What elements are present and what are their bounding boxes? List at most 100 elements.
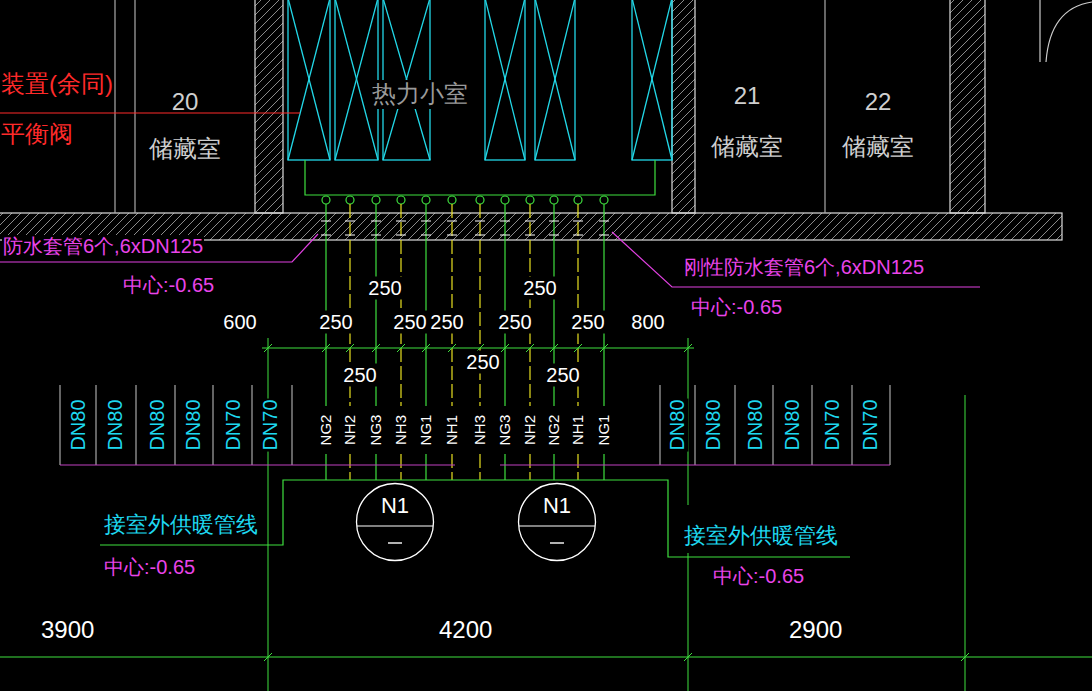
- pipe-size-text: DN80: [744, 398, 767, 451]
- return-pipe: [451, 204, 452, 406]
- pipe-header: [501, 196, 509, 204]
- annotation-text: 接室外供暖管线: [103, 512, 259, 537]
- equipment-box: [632, 0, 672, 160]
- annotation-text: 防水套管6个,6xDN125: [2, 235, 204, 258]
- pipe-header: [448, 196, 456, 204]
- circle-mark: [550, 542, 564, 543]
- pipe-header: [305, 160, 655, 204]
- room-name: 20: [172, 88, 199, 117]
- room-area: 20 储藏室: [125, 88, 245, 164]
- room-area: 21 储藏室: [697, 82, 797, 162]
- equipment-box: [288, 0, 330, 160]
- pipe-size-text: DN80: [182, 398, 205, 451]
- pipe-size-text: DN70: [259, 398, 282, 451]
- supply-pipe: [603, 454, 604, 480]
- return-pipe: [577, 454, 578, 480]
- room-name: 22: [865, 88, 892, 117]
- equipment-box: [632, 0, 672, 160]
- return-pipe: [529, 204, 530, 406]
- axis-dimension: 3900: [40, 616, 95, 644]
- dimension-line: [0, 338, 1092, 691]
- dimension-text: 800: [630, 311, 665, 334]
- annotation-text: 装置(余同): [0, 70, 114, 98]
- leader-line: [0, 112, 300, 113]
- return-pipe: [451, 454, 452, 480]
- wall: [114, 0, 115, 213]
- supply-pipe: [325, 204, 326, 406]
- room-name: 储藏室: [711, 133, 783, 162]
- pipe-size-text: DN70: [222, 398, 245, 451]
- supply-pipe: [504, 204, 505, 406]
- leader-line: [60, 464, 455, 465]
- equipment-box: [632, 0, 672, 160]
- pipe-name: NH1: [569, 414, 586, 446]
- room-name: 热力小室: [370, 80, 470, 109]
- pipe-header: [526, 196, 534, 204]
- annotation-text: 中心:-0.65: [690, 296, 783, 319]
- pipe-header: [305, 160, 655, 195]
- leader-line: [0, 113, 980, 465]
- pipe-header: [346, 196, 354, 204]
- annotation-text: 中心:-0.65: [122, 274, 215, 297]
- dimension-line: [965, 395, 966, 691]
- leader-line: [0, 234, 318, 262]
- pipe-header: [322, 196, 330, 204]
- equipment-box: [288, 0, 330, 160]
- pipe-size-text: DN80: [702, 398, 725, 451]
- pipe-size-text: DN80: [781, 398, 804, 451]
- room-name: 储藏室: [149, 135, 221, 164]
- annotation-text: 中心:-0.65: [712, 565, 805, 588]
- equipment-box: [485, 0, 525, 160]
- return-pipe: [400, 204, 401, 406]
- return-pipe: [400, 454, 401, 480]
- wall: [950, 0, 985, 213]
- dimension-text: 250: [497, 311, 532, 334]
- tag-text: N1: [517, 493, 597, 519]
- pipe-name: NH2: [341, 414, 358, 446]
- supply-pipe: [504, 454, 505, 480]
- annotation-text: 平衡阀: [0, 120, 74, 148]
- return-pipe: [350, 204, 578, 480]
- pipe-size-text: DN80: [67, 398, 90, 451]
- return-pipe: [479, 454, 480, 480]
- annotation-text: 刚性防水套管6个,6xDN125: [683, 256, 925, 279]
- dimension-text: 250: [545, 364, 580, 387]
- equipment-box: [288, 0, 330, 160]
- dimension-line: [688, 553, 689, 691]
- pipe-name: NG3: [496, 414, 513, 447]
- supply-pipe: [553, 454, 554, 480]
- equipment-box: [485, 0, 525, 160]
- pipe-name: NH1: [443, 414, 460, 446]
- room-area: 22储藏室: [828, 88, 928, 162]
- pipe-tag-circle: N1: [355, 482, 435, 562]
- pipe-name: NG2: [317, 414, 334, 447]
- pipe-name: NH3: [471, 414, 488, 446]
- wall: [1046, 2, 1092, 62]
- return-pipe: [479, 204, 480, 406]
- pipe-header: [476, 196, 484, 204]
- equipment-box: [288, 0, 672, 160]
- circle-divider: [357, 525, 433, 526]
- dimension-text: 250: [570, 311, 605, 334]
- pipe-header: [600, 196, 608, 204]
- pipe-size-text: DN70: [821, 398, 844, 451]
- wall: [255, 0, 283, 213]
- dimension-line: [0, 657, 1092, 658]
- dimension-text: 250: [318, 311, 353, 334]
- supply-pipe: [603, 204, 604, 406]
- wall: [1039, 0, 1040, 62]
- pipe-header: [397, 196, 405, 204]
- dimension-text: 250: [522, 277, 557, 300]
- dimension-text: 250: [367, 277, 402, 300]
- room-name: 21: [734, 82, 761, 111]
- leader-line: [500, 464, 890, 465]
- pipe-size-text: DN80: [146, 398, 169, 451]
- supply-pipe: [326, 204, 604, 480]
- axis-dimension: 4200: [438, 616, 493, 644]
- axis-dimension: 2900: [788, 616, 843, 644]
- dimension-text: 250: [342, 364, 377, 387]
- dimension-line: [264, 653, 969, 661]
- tag-text: N1: [355, 493, 435, 519]
- dimension-text: 250: [465, 351, 500, 374]
